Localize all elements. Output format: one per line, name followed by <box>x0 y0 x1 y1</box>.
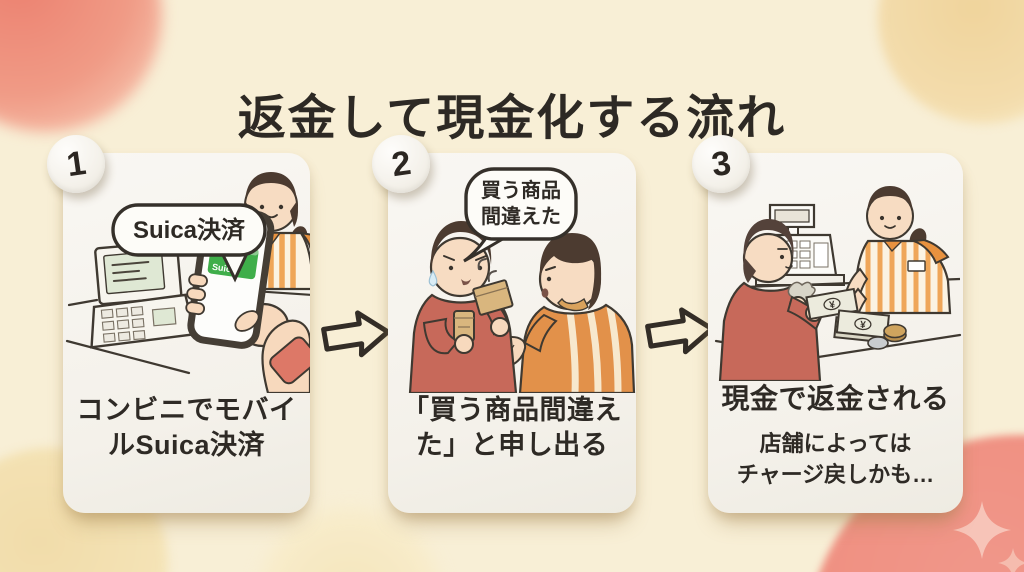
subcaption-line: 店舗によっては <box>759 431 912 456</box>
step-1-caption: コンビニでモバイ ルSuica決済 <box>63 393 310 463</box>
arrow-right-icon <box>645 307 715 355</box>
step-2-number: 2 <box>388 143 413 184</box>
step-3-number: 3 <box>708 143 733 184</box>
worried-customer <box>408 221 518 393</box>
counter-line <box>67 298 99 307</box>
step-3-caption: 現金で返金される <box>708 381 963 417</box>
sparkle-icon <box>953 501 1011 564</box>
step-2-caption: 「買う商品間違え た」と申し出る <box>388 393 636 463</box>
step-1-number-badge: 1 <box>47 135 105 193</box>
payment-terminal <box>90 240 197 349</box>
yen-symbol: ¥ <box>829 300 837 312</box>
sparkle-icon <box>998 548 1024 572</box>
step-3-subcaption: 店舗によっては チャージ戻しかも… <box>708 429 963 491</box>
caption-line: た」と申し出る <box>415 430 609 461</box>
arrow-right-icon <box>321 310 391 358</box>
yen-symbol: ¥ <box>859 320 866 332</box>
step-card-1: 1 <box>47 135 310 513</box>
caption-line: 「買う商品間違え <box>402 395 622 425</box>
suica-payment-illustration: Suica Suica決済 <box>65 172 310 393</box>
caption-line: コンビニでモバイ <box>76 395 297 425</box>
subcaption-line: チャージ戻しかも… <box>736 461 935 487</box>
caption-line: 現金で返金される <box>721 383 950 414</box>
bubble-text: Suica決済 <box>133 216 246 244</box>
decorative-circle-bottom-center <box>258 508 442 572</box>
caption-line: ルSuica決済 <box>107 430 266 461</box>
banknote-stack: ¥ <box>833 309 891 344</box>
coins <box>867 323 907 350</box>
bubble-text-line-2: 間違えた <box>481 204 561 228</box>
page-title: 返金して現金化する流れ <box>237 92 787 146</box>
motion-marks <box>477 258 497 282</box>
speech-bubble: 買う商品 間違えた <box>463 167 578 263</box>
customer <box>718 219 824 381</box>
bubble-text-line-1: 買う商品 <box>481 178 561 202</box>
step-1-number: 1 <box>63 143 88 184</box>
speech-bubble: Suica決済 <box>111 203 267 283</box>
name-tag <box>907 260 926 272</box>
counter-line <box>65 339 191 375</box>
step-3-number-badge: 3 <box>692 135 750 193</box>
sweat-drop <box>428 269 438 287</box>
wrong-item-conversation-illustration: 買う商品 間違えた <box>408 167 636 393</box>
cash-refund-illustration: ¥ ¥ <box>714 186 962 381</box>
cashier <box>842 186 952 329</box>
step-2-number-badge: 2 <box>372 135 430 193</box>
step-card-2: 2 <box>372 135 636 513</box>
step-card-3: 3 <box>692 135 963 513</box>
sleeve-cuff <box>269 336 310 385</box>
